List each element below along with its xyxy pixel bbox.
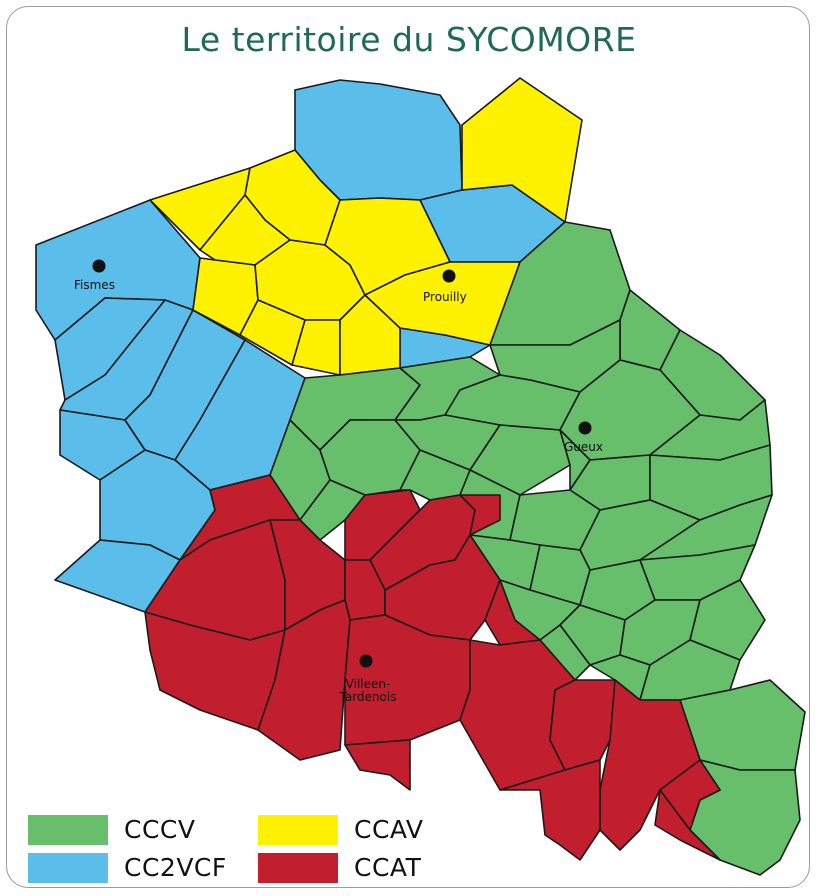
legend-label-ccat: CCAT [354,853,422,882]
commune[interactable] [469,424,571,496]
commune[interactable] [689,579,766,661]
region-ccav [149,77,583,376]
commune[interactable] [257,599,351,761]
commune[interactable] [339,294,401,376]
town-label-ville-en-tardenois: Villeen- Tardenois [330,678,406,704]
legend-label-cccv: CCCV [124,815,196,844]
town-label-fismes: Fismes [74,278,115,292]
region-ccat [144,474,721,861]
town-marker-prouilly [442,269,456,283]
legend-swatch-cc2vcf [28,853,108,883]
legend-label-cc2vcf: CC2VCF [124,853,227,882]
town-label-prouilly: Prouilly [423,290,467,304]
legend-label-ccav: CCAV [354,815,424,844]
region-cc2vcf [35,79,566,613]
region-cccv [269,221,806,876]
commune[interactable] [484,579,541,646]
legend-swatch-ccav [258,815,338,845]
legend-swatch-cccv [28,815,108,845]
map-title: Le territoire du SYCOMORE [181,20,637,59]
town-marker-fismes [92,259,106,273]
commune[interactable] [599,679,701,851]
commune[interactable] [344,739,411,791]
commune[interactable] [459,494,501,536]
legend-swatch-ccat [258,853,338,883]
commune[interactable] [54,539,181,613]
town-marker-gueux [578,421,592,435]
town-label-line: Villeen- [345,677,391,691]
town-label-gueux: Gueux [564,440,603,454]
town-marker-ville-en-tardenois [359,654,373,668]
town-label-line: Tardenois [339,690,397,704]
commune[interactable] [499,759,601,861]
commune-prouilly[interactable] [364,261,521,346]
commune[interactable] [654,789,721,861]
